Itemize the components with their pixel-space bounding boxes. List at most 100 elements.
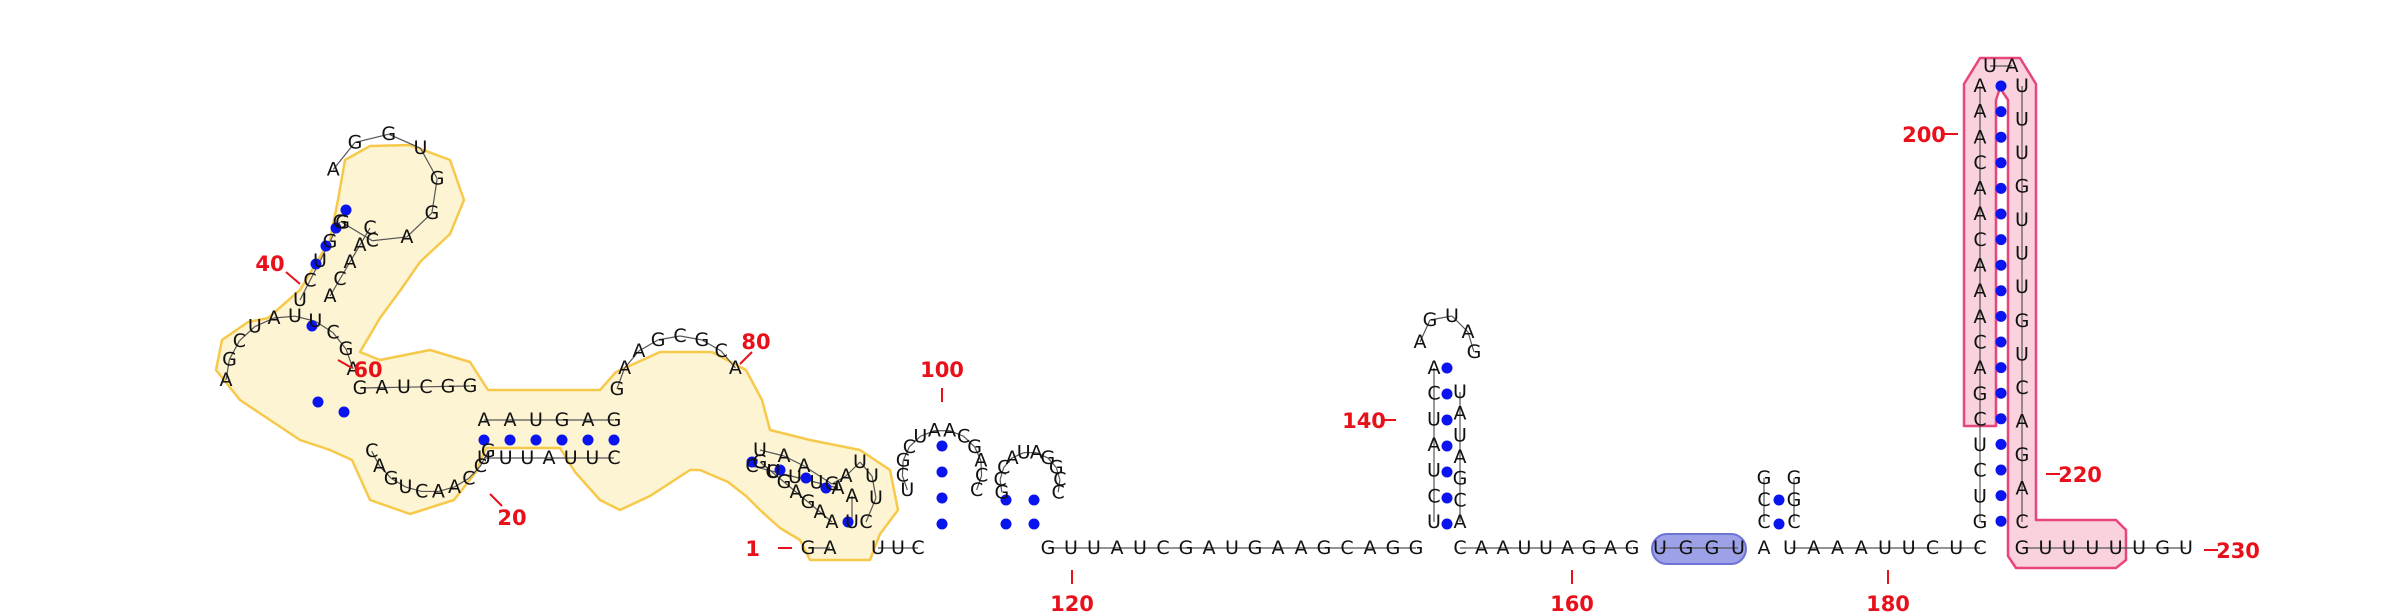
base-pair-dot <box>320 240 332 252</box>
backbone-bond <box>803 465 833 485</box>
nucleotide: G <box>333 211 348 233</box>
nucleotide: C <box>1453 489 1466 511</box>
base-pair-dot <box>1441 362 1453 374</box>
nucleotide: A <box>1454 446 1467 468</box>
nucleotide: C <box>326 322 339 344</box>
nucleotide: A <box>846 485 859 507</box>
nucleotide: C <box>1787 511 1800 533</box>
base-pair-dot <box>306 320 318 332</box>
nucleotide: C <box>765 461 778 483</box>
label-40: 40 <box>255 252 284 276</box>
nucleotide: A <box>2016 477 2029 499</box>
nucleotide: G <box>777 471 792 493</box>
nucleotide: U <box>397 376 411 398</box>
backbone-bond <box>1057 479 1061 493</box>
nucleotide: A <box>1974 126 1987 148</box>
nucleotide: G <box>481 440 496 462</box>
backbone-bond <box>1047 457 1057 468</box>
nucleotide: G <box>1973 383 1988 405</box>
nucleotide: A <box>327 159 340 181</box>
backbone-bond <box>438 486 455 493</box>
nucleotide: U <box>1983 55 1997 77</box>
tick-20 <box>489 493 503 507</box>
nucleotide: G <box>1757 467 1772 489</box>
nucleotide: G <box>323 231 338 253</box>
nucleotide: A <box>582 409 595 431</box>
nucleotide: A <box>543 447 556 469</box>
nucleotide: C <box>714 340 727 362</box>
nucleotide: G <box>1386 537 1401 559</box>
nucleotide: U <box>767 461 781 483</box>
nucleotide: U <box>2132 537 2146 559</box>
base-pair-dot <box>1995 490 2007 502</box>
base-pair-dot <box>504 434 516 446</box>
nucleotide: U <box>871 537 885 559</box>
backbone-bond <box>759 449 785 457</box>
backbone-bond <box>239 326 256 342</box>
nucleotide: A <box>400 226 413 248</box>
nucleotide: U <box>2015 276 2029 298</box>
nucleotide: A <box>354 234 367 256</box>
nucleotide: G <box>2015 537 2030 559</box>
nucleotide: A <box>448 476 461 498</box>
backbone-bond <box>1451 315 1469 333</box>
backbone-bond <box>225 359 231 381</box>
nucleotide: U <box>585 447 599 469</box>
nucleotide: C <box>1156 537 1169 559</box>
nucleotide: C <box>1973 408 1986 430</box>
nucleotide: U <box>398 476 412 498</box>
base-pair-dot <box>478 434 490 446</box>
backbone-bond <box>909 435 921 448</box>
nucleotide: G <box>1625 537 1640 559</box>
backbone-bond <box>371 450 381 467</box>
nucleotide: U <box>2109 537 2123 559</box>
backbone-bond <box>999 479 1003 493</box>
nucleotide: A <box>814 501 827 523</box>
nucleotide: U <box>414 137 428 159</box>
backbone-bonds <box>225 65 2186 549</box>
nucleotide: C <box>1427 383 1440 405</box>
nucleotide: A <box>824 537 837 559</box>
nucleotide: U <box>853 451 867 473</box>
backbone-bond <box>329 278 341 297</box>
backbone-bond <box>390 477 406 488</box>
nucleotide: U <box>1445 305 1459 327</box>
backbone-bond <box>345 348 354 370</box>
backbone-bond <box>342 222 373 242</box>
backbone-bond <box>315 320 334 334</box>
label-100: 100 <box>920 358 964 382</box>
nucleotide: U <box>1453 424 1467 446</box>
nucleotide: C <box>233 330 246 352</box>
nucleotide: G <box>1973 511 1988 533</box>
label-20: 20 <box>497 506 526 530</box>
nucleotide: G <box>607 409 622 431</box>
nucleotide: U <box>865 465 879 487</box>
base-pair-dot <box>1995 387 2007 399</box>
base-pair-dot <box>1995 259 2007 271</box>
backbone-bond <box>845 461 861 477</box>
nucleotide: C <box>993 469 1006 491</box>
base-pair-dot <box>1028 518 1040 530</box>
backbone-bond <box>920 430 935 437</box>
nucleotide: G <box>555 409 570 431</box>
nucleotide: U <box>2015 75 2029 97</box>
nucleotide: G <box>651 329 666 351</box>
nucleotide: U <box>1518 537 1532 559</box>
backbone-bond <box>783 481 797 493</box>
nucleotide: G <box>2155 537 2170 559</box>
highlight-regions <box>214 56 2128 570</box>
base-pair-dot <box>582 434 594 446</box>
label-220: 220 <box>2058 463 2102 487</box>
backbone-bond <box>963 435 975 448</box>
backbone-bond <box>901 460 904 476</box>
backbone-bond <box>658 335 681 341</box>
nucleotide: A <box>1807 537 1820 559</box>
nucleotide: A <box>1974 203 1987 225</box>
backbone-bond <box>1419 319 1431 343</box>
nucleotide: C <box>896 465 909 487</box>
nucleotide: U <box>1453 381 1467 403</box>
nucleotide: C <box>462 467 475 489</box>
nucleotide: A <box>1855 537 1868 559</box>
nucleotide: G <box>353 377 368 399</box>
